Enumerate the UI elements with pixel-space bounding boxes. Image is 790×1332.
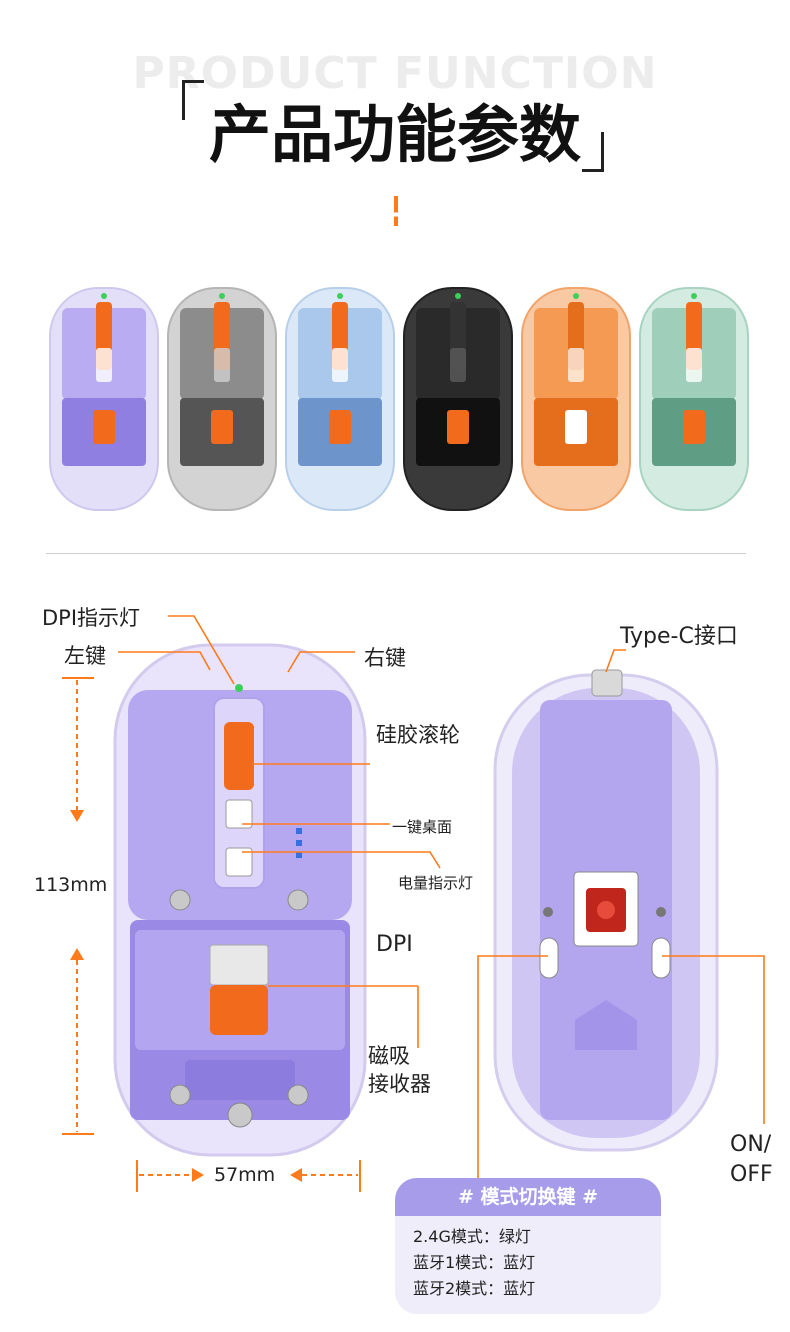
label-left-key: 左键	[64, 644, 106, 668]
label-desktop-key: 一键桌面	[392, 818, 453, 836]
label-on-off-1: ON/	[730, 1132, 772, 1157]
title-bracket-left	[182, 80, 204, 120]
mode-row-24g: 2.4G模式：绿灯	[413, 1227, 531, 1246]
variant-mouse-black	[403, 287, 513, 511]
width-dimension	[136, 1160, 361, 1192]
variant-mouse-orange	[521, 287, 631, 511]
variant-mouse-gray	[167, 287, 277, 511]
label-magnetic-receiver-2: 接收器	[368, 1072, 431, 1096]
mouse-bottom-view	[493, 669, 719, 1152]
accent-dash	[394, 196, 398, 226]
mode-row-bt1: 蓝牙1模式：蓝灯	[413, 1253, 536, 1272]
label-length: 113mm	[34, 874, 108, 896]
label-dpi-indicator: DPI指示灯	[42, 606, 141, 630]
mode-row-bt2: 蓝牙2模式：蓝灯	[413, 1279, 536, 1298]
label-dpi: DPI	[376, 932, 413, 957]
mouse-top-view	[113, 643, 367, 1157]
label-battery-indicator: 电量指示灯	[398, 874, 474, 892]
title-bracket-right	[582, 132, 604, 172]
label-type-c: Type-C接口	[620, 624, 738, 649]
length-dimension	[62, 677, 94, 1135]
variant-mouse-blue	[285, 287, 395, 511]
variant-mouse-purple	[49, 287, 159, 511]
leader-lines	[118, 615, 765, 1182]
label-scroll-wheel: 硅胶滚轮	[376, 723, 460, 747]
label-right-key: 右键	[364, 646, 406, 670]
page-title: 产品功能参数	[208, 98, 581, 171]
variant-mouse-green	[639, 287, 749, 511]
mode-panel-title: # 模式切换键 #	[395, 1178, 661, 1216]
label-on-off-2: OFF	[730, 1162, 773, 1187]
section-divider	[46, 553, 746, 554]
mouse-diagram	[62, 615, 765, 1192]
background-heading: PRODUCT FUNCTION	[132, 48, 658, 99]
label-width: 57mm	[214, 1164, 276, 1186]
label-magnetic-receiver-1: 磁吸	[368, 1044, 410, 1068]
mode-switch-panel: # 模式切换键 # 2.4G模式：绿灯 蓝牙1模式：蓝灯 蓝牙2模式：蓝灯	[395, 1178, 661, 1314]
color-variants	[49, 287, 749, 511]
